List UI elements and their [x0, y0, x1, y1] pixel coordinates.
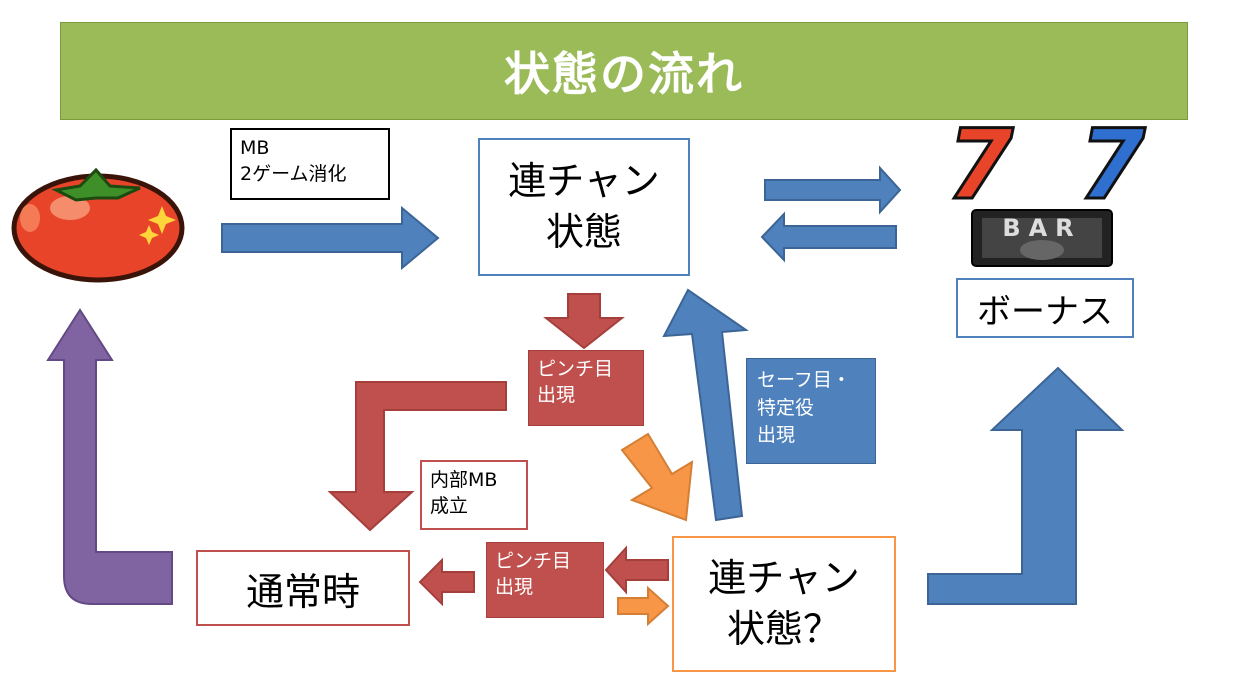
arrow-bonus-to-renchan: [760, 211, 897, 263]
seven-icon-red: 7: [945, 109, 1015, 221]
bar-symbol: [971, 209, 1113, 267]
arrow-renchan-q-left: [604, 545, 669, 595]
arrow-renchan-q-to-renchan: [662, 288, 749, 522]
arrow-renchan-down: [543, 293, 625, 350]
arrow-renchan-to-bonus: [764, 165, 902, 215]
label-internal-mb: 内部MB 成立: [420, 460, 528, 530]
arrow-normal-to-tomato: [46, 308, 173, 605]
arrow-orange-right: [617, 585, 670, 627]
arrow-pinch-to-normal: [327, 381, 507, 532]
label-pinch-2: ピンチ目 出現: [486, 542, 604, 618]
node-normal: 通常時: [196, 550, 410, 626]
arrow-tomato-to-renchan: [221, 205, 440, 271]
node-renchan: 連チャン 状態: [478, 138, 690, 276]
seven-icon-blue: 7: [1077, 109, 1147, 221]
arrow-renchan-q-to-bonus: [927, 366, 1125, 605]
label-pinch-1: ピンチ目 出現: [528, 350, 644, 426]
bar-label: BAR: [1002, 214, 1082, 242]
node-renchan-q: 連チャン 状態？: [672, 536, 896, 672]
page-title: 状態の流れ: [60, 22, 1188, 120]
arrow-pinch-to-normal-left: [418, 557, 475, 607]
arrow-to-renchan-q: [620, 432, 694, 522]
label-safe: セーフ目・ 特定役 出現: [746, 358, 876, 464]
label-mb-2game: MB 2ゲーム消化: [230, 128, 390, 200]
node-bonus: ボーナス: [956, 278, 1134, 338]
tomato-icon: [11, 167, 185, 283]
